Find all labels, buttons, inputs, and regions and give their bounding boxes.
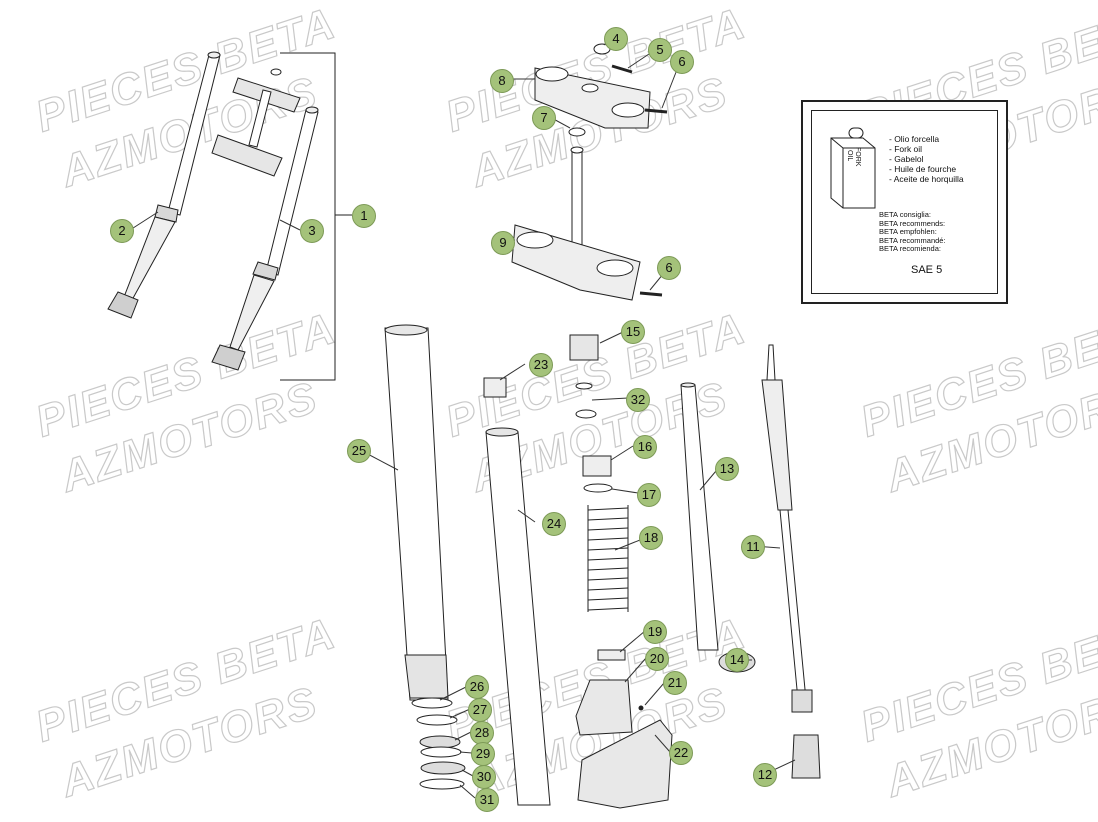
callout-3: 3 bbox=[300, 219, 324, 243]
washer bbox=[583, 483, 613, 493]
fork-spring bbox=[587, 505, 629, 612]
axle-bracket bbox=[577, 719, 673, 809]
recommend-line: BETA empfohlen: bbox=[879, 227, 937, 236]
callout-9: 9 bbox=[491, 231, 515, 255]
callout-5: 5 bbox=[648, 38, 672, 62]
inner-tube bbox=[485, 427, 551, 806]
callout-20: 20 bbox=[645, 647, 669, 671]
fork-leg-left bbox=[107, 51, 221, 319]
fork-leg-right bbox=[211, 106, 319, 371]
callout-23: 23 bbox=[529, 353, 553, 377]
fork-oil-panel: FORK OIL - Olio forcella - Fork oil - Ga… bbox=[801, 100, 1008, 304]
callout-18: 18 bbox=[639, 526, 663, 550]
damper-tube bbox=[680, 382, 719, 651]
cartridge-rod bbox=[761, 344, 813, 713]
can-label: FORK bbox=[854, 147, 861, 167]
oil-name: - Gabelol bbox=[889, 154, 924, 164]
screw bbox=[638, 705, 644, 711]
bolt bbox=[644, 108, 668, 114]
seal-stack bbox=[411, 697, 466, 790]
upper-triple-clamp bbox=[534, 66, 651, 129]
callout-4: 4 bbox=[604, 27, 628, 51]
recommend-line: BETA recommends: bbox=[879, 218, 946, 228]
callout-30: 30 bbox=[472, 765, 496, 789]
callout-14: 14 bbox=[725, 648, 749, 672]
outer-tube bbox=[384, 324, 449, 701]
recommend-line: BETA consiglia: bbox=[879, 210, 931, 219]
recommend-line: BETA recomienda: bbox=[879, 244, 941, 253]
callout-24: 24 bbox=[542, 512, 566, 536]
oil-name-list: - Olio forcella - Fork oil - Gabelol - H… bbox=[889, 134, 964, 184]
spacer bbox=[597, 649, 626, 661]
callout-27: 27 bbox=[468, 698, 492, 722]
fork-cap bbox=[569, 334, 599, 361]
bolt bbox=[611, 64, 633, 74]
callout-32: 32 bbox=[626, 388, 650, 412]
callout-6: 6 bbox=[670, 50, 694, 74]
callout-15: 15 bbox=[621, 320, 645, 344]
callout-11: 11 bbox=[741, 535, 765, 559]
bushing bbox=[483, 377, 507, 398]
callout-1: 1 bbox=[352, 204, 376, 228]
triple-clamp-assembly bbox=[211, 68, 301, 177]
callout-8: 8 bbox=[490, 69, 514, 93]
callout-6: 6 bbox=[657, 256, 681, 280]
spacer bbox=[582, 455, 612, 477]
callout-12: 12 bbox=[753, 763, 777, 787]
callout-17: 17 bbox=[637, 483, 661, 507]
callout-7: 7 bbox=[532, 106, 556, 130]
panel-frame bbox=[811, 110, 998, 294]
callout-28: 28 bbox=[470, 721, 494, 745]
recommend-list: BETA consiglia: BETA recommends: BETA em… bbox=[879, 210, 946, 254]
oil-name: - Olio forcella bbox=[889, 134, 940, 144]
callout-25: 25 bbox=[347, 439, 371, 463]
ring bbox=[575, 382, 593, 390]
oil-can-icon bbox=[830, 127, 876, 209]
callout-29: 29 bbox=[471, 742, 495, 766]
base-valve bbox=[791, 734, 821, 779]
callout-19: 19 bbox=[643, 620, 667, 644]
callout-21: 21 bbox=[663, 671, 687, 695]
oil-name: - Aceite de horquilla bbox=[889, 174, 964, 184]
oil-name: - Fork oil bbox=[889, 144, 923, 154]
callout-31: 31 bbox=[475, 788, 499, 812]
callout-13: 13 bbox=[715, 457, 739, 481]
callout-16: 16 bbox=[633, 435, 657, 459]
callout-22: 22 bbox=[669, 741, 693, 765]
axle-clamp bbox=[575, 679, 633, 736]
bolt bbox=[639, 291, 663, 297]
o-ring bbox=[568, 127, 586, 137]
ring bbox=[575, 409, 597, 419]
oil-grade: SAE 5 bbox=[911, 264, 943, 276]
oil-name: - Huile de fourche bbox=[889, 164, 957, 174]
recommend-line: BETA recommandé: bbox=[879, 235, 946, 245]
can-label: OIL bbox=[846, 150, 853, 162]
callout-2: 2 bbox=[110, 219, 134, 243]
lower-triple-clamp bbox=[511, 146, 641, 301]
callout-26: 26 bbox=[465, 675, 489, 699]
